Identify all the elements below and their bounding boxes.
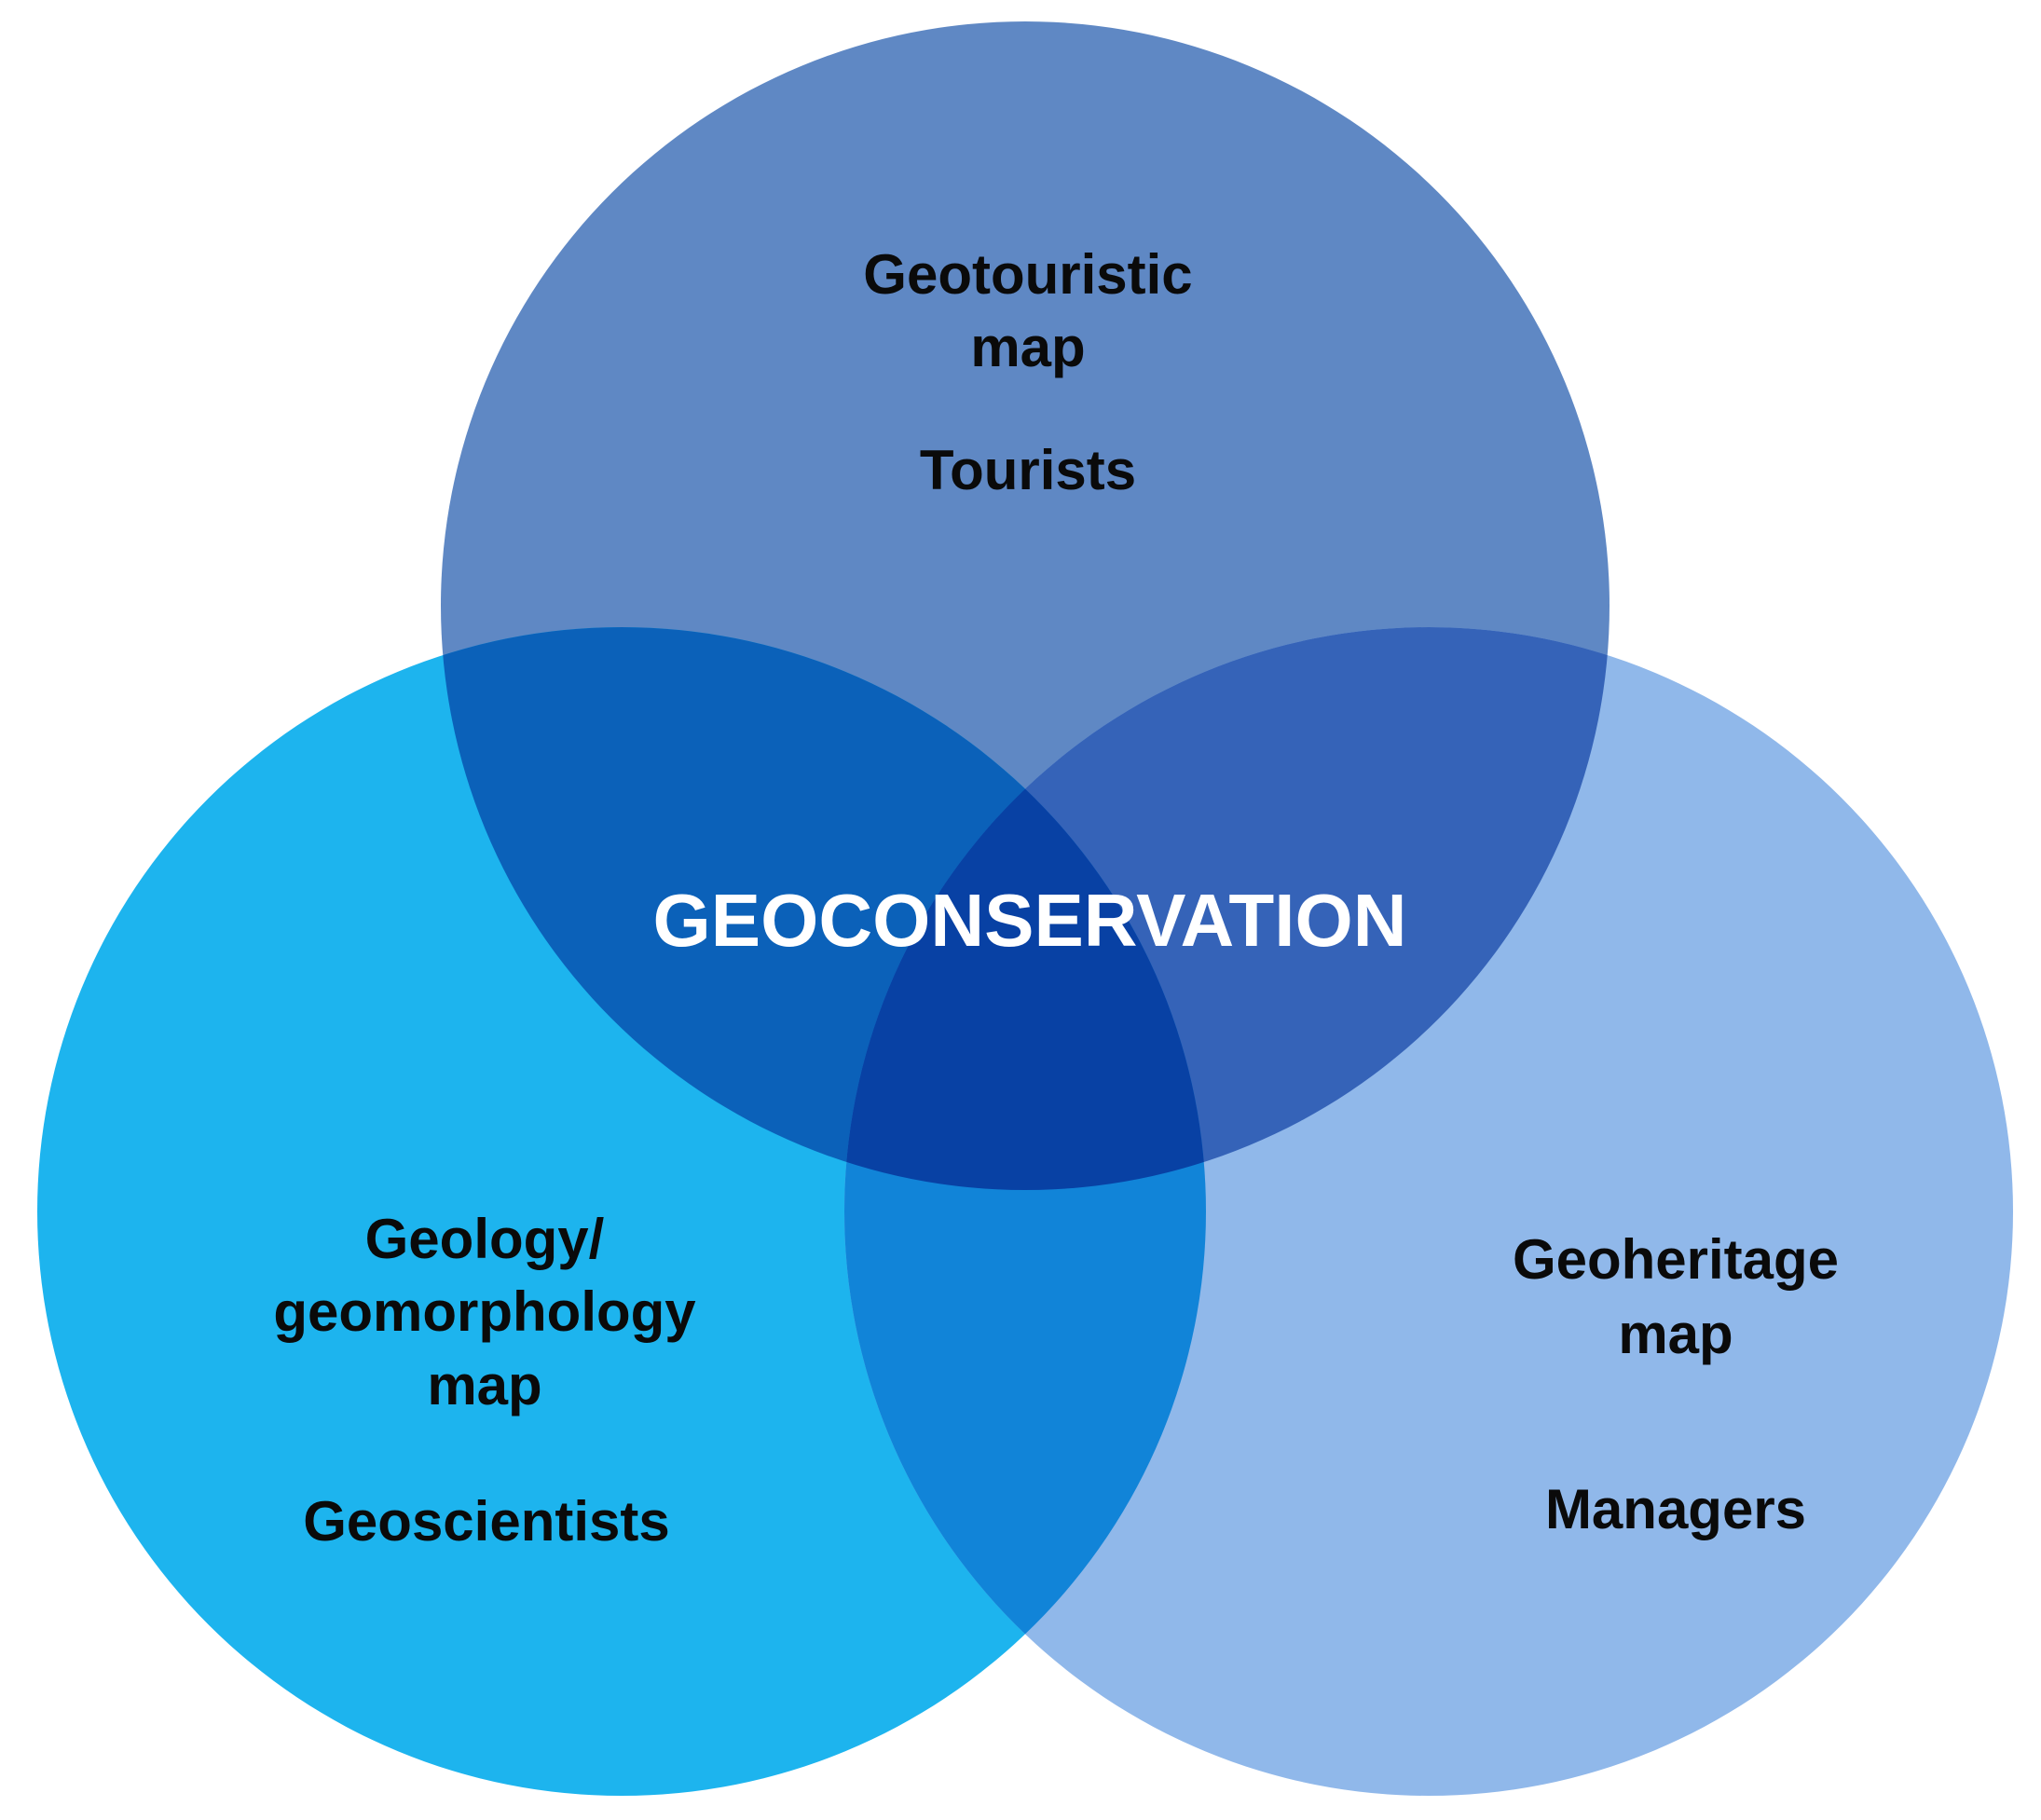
top-map-label-line1: Geotouristic: [863, 243, 1192, 306]
left-map-label-line3: map: [427, 1354, 541, 1416]
right-map-label-line1: Geoheritage: [1513, 1228, 1839, 1291]
top-right-overlap: [844, 627, 1610, 1190]
top-left-overlap: [441, 627, 1206, 1190]
left-map-label-line2: geomorphology: [273, 1280, 696, 1343]
right-audience-label: Managers: [1545, 1478, 1806, 1540]
top-audience-label: Tourists: [920, 439, 1136, 501]
center-label: GEOCONSERVATION: [653, 879, 1407, 962]
left-map-label-line1: Geology/: [365, 1208, 605, 1270]
top-map-label-line2: map: [970, 316, 1085, 378]
left-audience-label: Geoscientists: [303, 1490, 670, 1553]
right-map-label-line2: map: [1618, 1303, 1733, 1365]
